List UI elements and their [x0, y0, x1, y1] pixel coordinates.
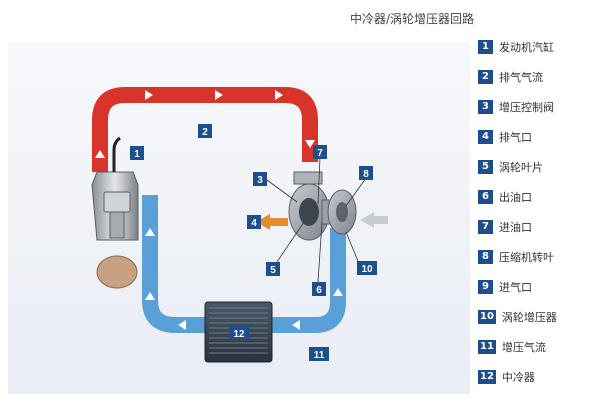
boost-arrow: [145, 228, 155, 236]
legend-item: 11 增压气流: [478, 338, 546, 356]
legend-number: 7: [478, 220, 493, 234]
tag-exhaust-flow-text: 2: [202, 127, 208, 138]
legend-number: 4: [478, 130, 493, 144]
tag-compressor-blades-text: 8: [363, 169, 369, 180]
exhaust-arrow: [215, 90, 223, 100]
tag-oil-inlet-text: 7: [317, 148, 323, 159]
legend-item: 7 进油口: [478, 218, 532, 236]
legend-number: 5: [478, 160, 493, 174]
leader-lines: [266, 156, 367, 283]
exhaust-arrow: [145, 90, 153, 100]
tag-turbocharger: [357, 261, 377, 275]
connecting-rod: [109, 211, 125, 239]
piston: [103, 191, 131, 213]
legend-item: 6 出油口: [478, 188, 532, 206]
legend-item: 8 压缩机转叶: [478, 248, 554, 266]
boost-arrow: [178, 320, 186, 330]
exhaust-arrow: [275, 90, 283, 100]
exhaust-pipe: [92, 87, 318, 172]
legend-label: 压缩机转叶: [499, 251, 554, 264]
legend-label: 涡轮叶片: [499, 161, 543, 174]
exhaust-outlet-arrow: [256, 214, 270, 230]
legend-label: 涡轮增压器: [501, 311, 557, 324]
crankcase: [96, 255, 138, 289]
tag-engine-cylinder-text: 1: [134, 149, 140, 160]
tag-oil-outlet: [312, 282, 326, 296]
legend-label: 增压控制阀: [499, 101, 554, 114]
boost-arrow: [145, 292, 155, 300]
exhaust-flow-arrows: [95, 90, 315, 158]
number-tags: 1 2 3 4 5 6 7 8 10 11 12: [130, 124, 377, 361]
legend-label: 中冷器: [501, 371, 535, 384]
tag-exhaust-outlet: [247, 215, 261, 229]
legend-number: 6: [478, 190, 493, 204]
tag-oil-inlet: [313, 145, 327, 159]
legend-item: 2 排气气流: [478, 68, 543, 86]
spark-plug: [112, 136, 121, 172]
legend-item: 5 涡轮叶片: [478, 158, 543, 176]
diagram-title: 中冷器/涡轮增压器回路: [349, 12, 474, 26]
tag-compressor-blades: [359, 166, 373, 180]
legend-number: 10: [478, 310, 496, 324]
tag-turbocharger-text: 10: [361, 264, 373, 275]
tag-oil-outlet-text: 6: [316, 285, 322, 296]
legend-number: 8: [478, 250, 493, 264]
legend-label: 进气口: [499, 281, 532, 294]
compressor-wheel: [336, 202, 348, 222]
legend-label: 增压气流: [501, 341, 546, 354]
legend-label: 排气口: [499, 131, 532, 144]
legend-label: 进油口: [499, 221, 532, 234]
turbo-inlet-flange: [293, 171, 323, 185]
legend-number: 9: [478, 280, 493, 294]
legend-label: 排气气流: [499, 71, 543, 84]
legend-number: 11: [478, 340, 496, 354]
exhaust-arrow: [305, 140, 315, 148]
exhaust-arrow: [95, 150, 105, 158]
engine-cylinder: [91, 136, 139, 289]
exhaust-outlet-arrow-shaft: [270, 218, 288, 226]
tag-boost-control-valve-text: 3: [257, 175, 263, 186]
legend-item: 12 中冷器: [478, 368, 535, 386]
turbine-wheel: [299, 198, 319, 226]
legend-item: 10 涡轮增压器: [478, 308, 557, 326]
tag-engine-cylinder: [130, 146, 144, 160]
air-intake-arrow: [360, 212, 374, 228]
boost-pipe-turbo-side: [272, 262, 346, 333]
boost-flow-arrows: [145, 228, 343, 330]
air-intake-arrow-shaft: [372, 216, 388, 224]
legend-number: 2: [478, 70, 493, 84]
tag-boost-flow-text: 11: [314, 350, 325, 361]
turbocharger: [288, 171, 357, 241]
tag-boost-flow: [309, 347, 329, 361]
tag-intercooler: [229, 326, 249, 340]
boost-arrow: [333, 288, 343, 296]
legend-item: 9 进气口: [478, 278, 532, 296]
tag-intercooler-text: 12: [233, 329, 245, 340]
legend-item: 4 排气口: [478, 128, 532, 146]
legend-number: 3: [478, 100, 493, 114]
legend-item: 1 发动机汽缸: [478, 38, 554, 56]
legend-number: 12: [478, 370, 496, 384]
tag-turbine-blades: [266, 262, 280, 276]
intake-pipe-engine-side: [142, 195, 205, 333]
boost-arrow: [292, 320, 300, 330]
tag-exhaust-outlet-text: 4: [251, 218, 257, 229]
legend-label: 出油口: [499, 191, 532, 204]
legend-item: 3 增压控制阀: [478, 98, 554, 116]
tag-exhaust-flow: [198, 124, 212, 138]
tag-turbine-blades-text: 5: [270, 265, 276, 276]
legend-label: 发动机汽缸: [499, 41, 554, 54]
legend-number: 1: [478, 40, 493, 54]
compressor-outlet: [330, 228, 346, 264]
tag-boost-control-valve: [253, 172, 267, 186]
